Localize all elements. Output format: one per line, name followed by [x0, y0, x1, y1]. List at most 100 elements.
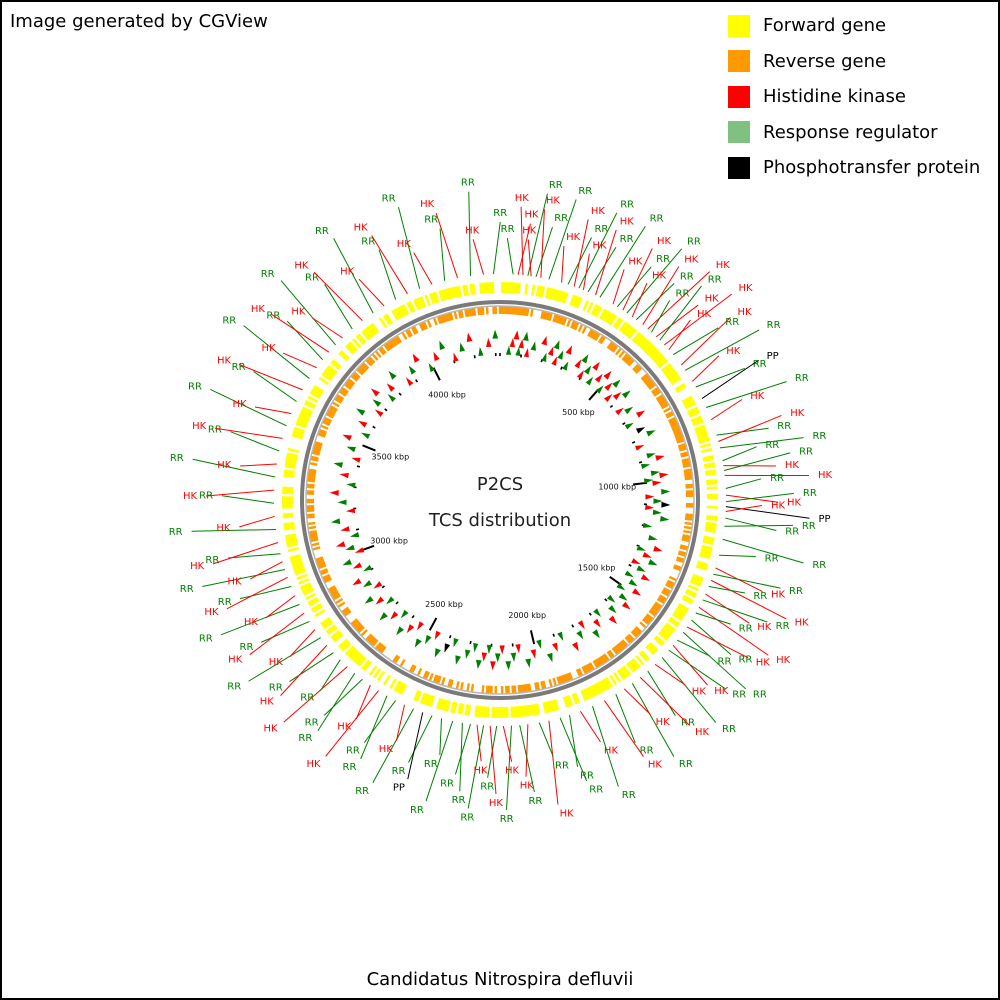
reverse-gene-mark — [577, 667, 584, 677]
forward-gene-mark — [450, 701, 456, 713]
forward-gene-mark — [695, 429, 707, 436]
reverse-gene-mark — [672, 566, 682, 572]
tcs-feature-mark — [628, 579, 638, 587]
feature-callout-line — [582, 253, 590, 291]
feature-callout-line — [631, 682, 675, 757]
scale-tick — [469, 640, 472, 645]
forward-gene-mark — [399, 305, 408, 317]
reverse-gene-mark — [684, 472, 693, 477]
feature-callout-label: HK — [190, 561, 205, 572]
reverse-gene-mark — [459, 681, 464, 691]
tcs-feature-mark — [465, 649, 471, 659]
feature-callout-label: RR — [169, 527, 183, 538]
reverse-gene-mark — [320, 570, 329, 576]
tcs-feature-mark — [650, 470, 661, 477]
reverse-gene-mark — [680, 453, 689, 458]
feature-callout-line — [719, 554, 756, 557]
reverse-gene-mark — [327, 408, 336, 415]
feature-callout-line — [289, 652, 334, 682]
reverse-gene-mark — [592, 331, 599, 340]
scale-label: 3000 kbp — [370, 536, 408, 545]
feature-callout-label: HK — [522, 226, 537, 237]
reverse-gene-mark — [383, 343, 390, 352]
reverse-gene-mark — [635, 626, 643, 634]
feature-callout-line — [661, 657, 717, 723]
scale-tick — [411, 615, 415, 619]
reverse-gene-mark — [323, 577, 333, 584]
feature-callout-line — [360, 695, 388, 760]
legend: Forward gene Reverse gene Histidine kina… — [728, 8, 980, 186]
reverse-gene-mark — [648, 610, 657, 617]
reverse-gene-mark — [369, 637, 377, 646]
forward-gene-mark — [524, 283, 529, 295]
forward-gene-mark — [689, 580, 701, 587]
reverse-gene-mark — [523, 307, 528, 316]
feature-callout-line — [319, 659, 341, 692]
forward-gene-mark — [668, 618, 679, 628]
feature-callout-line — [713, 573, 781, 589]
tcs-feature-mark — [346, 482, 356, 488]
reverse-gene-mark — [307, 470, 317, 475]
reverse-gene-mark — [581, 666, 588, 675]
forward-gene-mark — [562, 292, 569, 304]
reverse-gene-mark — [341, 606, 350, 614]
tcs-feature-mark — [405, 377, 414, 387]
forward-gene-mark — [422, 693, 429, 705]
forward-gene-mark — [424, 294, 431, 306]
feature-callout-line — [472, 239, 485, 275]
forward-gene-mark — [686, 406, 699, 414]
feature-callout-line — [260, 620, 310, 643]
reverse-gene-mark — [618, 350, 626, 358]
forward-gene-mark — [393, 680, 402, 692]
feature-callout-line — [271, 314, 330, 353]
feature-callout-label: RR — [218, 597, 232, 608]
forward-gene-mark — [431, 292, 438, 304]
legend-item-forward-gene: Forward gene — [728, 8, 980, 44]
forward-gene-mark — [440, 289, 447, 301]
reverse-gene-mark — [371, 353, 379, 361]
scale-tick — [622, 422, 626, 426]
reverse-gene-mark — [659, 399, 668, 406]
reverse-gene-mark — [673, 564, 683, 570]
reverse-gene-mark — [564, 673, 570, 683]
legend-label: Reverse gene — [763, 50, 887, 72]
feature-callout-line — [631, 282, 648, 317]
legend-swatch-forward-gene — [728, 14, 750, 37]
gene-tracks — [281, 281, 719, 719]
tcs-feature-mark — [541, 352, 547, 363]
reverse-gene-mark — [683, 470, 693, 475]
forward-gene-mark — [682, 397, 694, 406]
feature-callout-line — [280, 644, 328, 696]
reverse-gene-mark — [562, 317, 568, 326]
reverse-gene-mark — [611, 344, 619, 353]
scale-label: 2500 kbp — [425, 600, 463, 609]
forward-gene-mark — [459, 703, 465, 715]
forward-gene-mark — [653, 636, 664, 647]
reverse-gene-mark — [606, 650, 614, 659]
reverse-gene-mark — [575, 668, 582, 678]
scale-tick — [560, 366, 563, 370]
reverse-gene-mark — [668, 418, 678, 425]
tcs-feature-mark — [624, 406, 634, 415]
forward-gene-mark — [301, 586, 314, 594]
forward-gene-mark — [674, 382, 686, 391]
reverse-gene-mark — [333, 397, 343, 404]
feature-callout-line — [682, 631, 747, 690]
tcs-feature-mark — [522, 331, 529, 342]
tcs-feature-mark — [546, 652, 553, 663]
feature-callout-line — [695, 367, 745, 388]
feature-callout-line — [623, 688, 651, 715]
forward-gene-mark — [436, 697, 442, 710]
feature-callout-label: RR — [460, 812, 474, 823]
forward-gene-mark — [675, 384, 687, 393]
feature-callout-line — [725, 517, 777, 532]
forward-gene-mark — [443, 699, 449, 712]
forward-gene-mark — [706, 514, 718, 519]
tcs-feature-mark — [362, 564, 373, 572]
feature-callout-label: RR — [300, 692, 314, 703]
forward-gene-mark — [287, 447, 300, 453]
forward-gene-mark — [535, 703, 541, 715]
tcs-feature-mark — [352, 562, 363, 569]
reverse-gene-mark — [599, 655, 607, 664]
